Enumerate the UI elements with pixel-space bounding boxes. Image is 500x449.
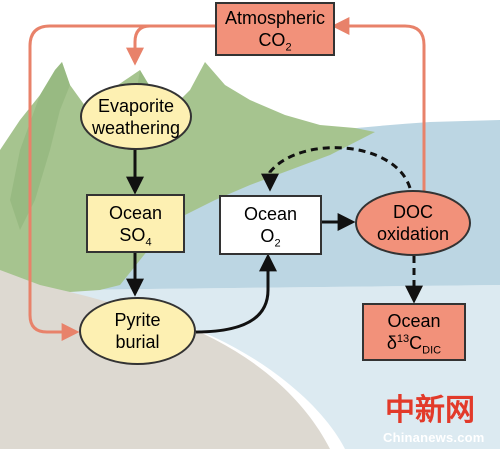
d13c-superscript: 13	[396, 333, 410, 345]
co2-main: CO	[258, 30, 286, 50]
arrow-co2-to-evaporite	[126, 24, 215, 66]
doc-line1: DOC	[393, 202, 433, 222]
node-ocean-so4: Ocean SO4	[86, 194, 185, 253]
node-pyrite-burial: Pyrite burial	[79, 297, 196, 365]
watermark-site: Chinanews.com	[383, 430, 485, 445]
so4-subscript: 4	[145, 236, 152, 249]
ocean-so4-line2: SO4	[119, 224, 152, 249]
co2-subscript: 2	[285, 41, 292, 54]
dashed-arrow-doc-to-o2	[261, 146, 412, 192]
delta-symbol: δ	[386, 333, 397, 353]
node-doc-oxidation: DOC oxidation	[355, 190, 471, 256]
mountain-shading	[10, 62, 70, 230]
node-ocean-o2: Ocean O2	[219, 195, 322, 255]
node-evaporite-weathering: Evaporite weathering	[80, 83, 192, 150]
atmospheric-co2-line2: CO2	[258, 29, 292, 54]
o2-main: O	[260, 226, 275, 246]
o2-subscript: 2	[274, 237, 281, 250]
node-ocean-d13c-dic: Ocean δ13CDIC	[362, 303, 466, 361]
atmospheric-co2-line1: Atmospheric	[224, 8, 326, 28]
ocean-so4-line1: Ocean	[108, 202, 163, 223]
d13c-main: C	[409, 333, 423, 353]
evaporite-line2: weathering	[91, 117, 181, 138]
evaporite-line1: Evaporite	[97, 95, 175, 116]
arrow-pyrite-to-o2	[195, 253, 277, 334]
arrow-doc-to-co2	[331, 17, 426, 196]
ocean-d13c-line1: Ocean	[387, 311, 441, 331]
ocean-o2-line2: O2	[260, 225, 281, 250]
watermark-logo: 中新网	[385, 393, 475, 428]
doc-line2: oxidation	[376, 224, 450, 244]
ocean-o2-line1: Ocean	[243, 204, 298, 224]
arrow-co2-to-pyrite	[28, 24, 215, 341]
d13c-subscript: DIC	[422, 344, 442, 357]
pyrite-line1: Pyrite	[114, 310, 161, 330]
so4-main: SO	[119, 224, 146, 245]
node-atmospheric-co2: Atmospheric CO2	[215, 2, 335, 56]
pyrite-line2: burial	[115, 332, 160, 352]
ocean-d13c-line2: δ13CDIC	[386, 332, 442, 357]
